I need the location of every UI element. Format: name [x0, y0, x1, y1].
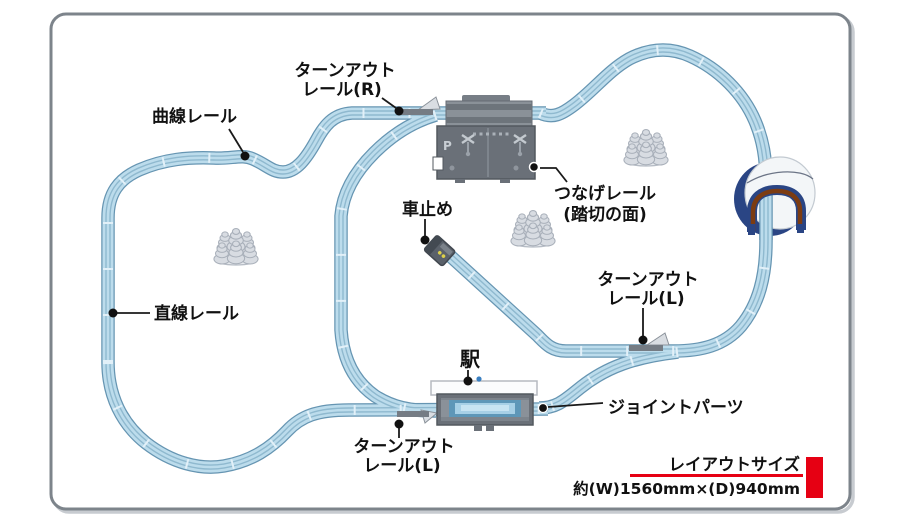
- station-icon: [430, 376, 538, 431]
- label-turnout-r-line2: レール(R): [302, 80, 382, 100]
- turnout-lever-r: [400, 96, 441, 115]
- turnout-lever-l-bottom: [397, 409, 439, 424]
- label-turnout-r-line1: ターンアウト: [294, 61, 395, 81]
- leader-dots: [108, 106, 648, 429]
- label-joint-parts: ジョイントパーツ: [608, 398, 744, 418]
- legend: レイアウトサイズ 約(W)1560mm×(D)940mm: [573, 454, 823, 498]
- label-straight-rail: 直線レール: [154, 303, 239, 324]
- label-curve-rail: 曲線レール: [152, 106, 237, 127]
- turnout-lever-l-right: [629, 332, 670, 351]
- crossing-icon: P: [432, 95, 536, 183]
- label-turnout-l-right-line1: ターンアウト: [597, 270, 698, 290]
- label-connect-rail-line1: つなげレール: [554, 184, 656, 204]
- label-buffer-stop: 車止め: [402, 199, 453, 220]
- legend-dimensions: 約(W)1560mm×(D)940mm: [573, 479, 800, 498]
- label-turnout-l-bottom-line2: レール(L): [363, 456, 440, 476]
- legend-title: レイアウトサイズ: [668, 454, 800, 474]
- legend-underline: [630, 474, 803, 477]
- label-station: 駅: [459, 347, 480, 371]
- label-turnout-l-bottom-line1: ターンアウト: [353, 437, 454, 457]
- label-connect-rail-line2: (踏切の面): [563, 205, 647, 225]
- tunnel-icon: [734, 156, 816, 240]
- crossing-p-mark: P: [443, 139, 452, 153]
- buffer-stop-icon: [423, 235, 456, 267]
- legend-red-block: [806, 457, 823, 498]
- leader-lines: [117, 97, 644, 438]
- label-turnout-l-right-line2: レール(L): [607, 289, 684, 309]
